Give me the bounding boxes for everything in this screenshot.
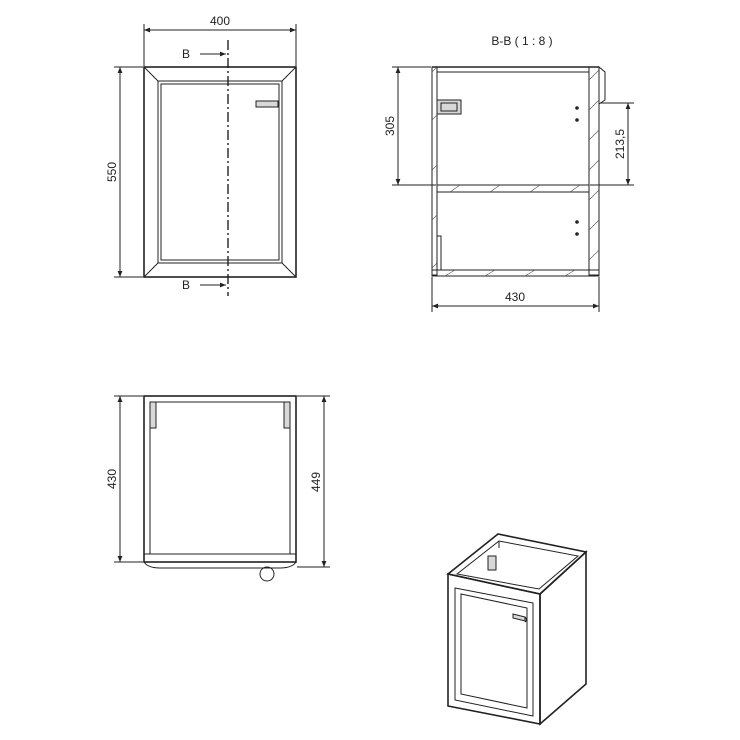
top-view: 430 449 [105,395,330,582]
section-depth-dimension: 430 [431,277,600,312]
front-view: 400 550 B B [105,14,297,296]
width-dimension: 400 [143,14,297,66]
top-outer-dimension: 449 [297,395,330,568]
cabinet-top [143,395,297,582]
height-label: 550 [105,162,119,182]
section-marker-bottom: B [182,278,190,292]
handle-icon [512,613,526,622]
cabinet-section [431,66,606,277]
top-outer-label: 449 [309,472,323,492]
section-height-label: 305 [383,116,397,136]
top-inner-dimension: 430 [105,395,143,563]
top-inner-label: 430 [105,469,119,489]
section-height-dimension: 305 [383,66,436,186]
section-view: B-B ( 1 : 8 ) [383,34,634,312]
section-depth-label: 430 [505,290,525,304]
section-line: B B [182,40,229,296]
isometric-view [446,533,588,726]
door-handle [255,100,279,108]
door-knob [259,566,275,582]
shelf-dimension: 213,5 [590,102,634,186]
section-marker-top: B [182,47,190,61]
door-frame [143,66,297,278]
width-label: 400 [210,14,230,28]
shelf-label: 213,5 [613,129,627,159]
height-dimension: 550 [105,66,143,278]
section-title: B-B ( 1 : 8 ) [491,34,552,48]
